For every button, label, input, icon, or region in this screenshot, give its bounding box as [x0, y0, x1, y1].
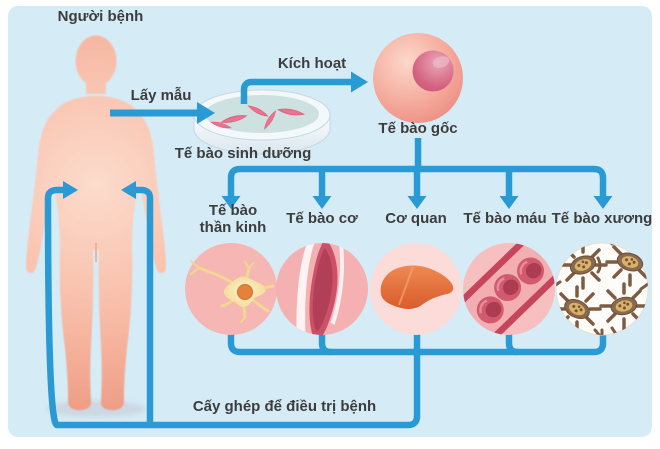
stem-cell-nucleus [412, 50, 454, 92]
sample-arrowhead [197, 102, 215, 124]
cell-type-label-muscle: Tế bào cơ [286, 210, 358, 227]
cell-type-label-nerve: Tế bào thần kinh [199, 202, 267, 236]
flow-arrow-lines [44, 78, 607, 429]
somatic-cells-label: Tế bào sinh dưỡng [174, 145, 312, 162]
transplant-return-right [136, 186, 154, 425]
osteocytes [564, 252, 644, 319]
somatic-cells [210, 105, 305, 130]
red-blood-cells [476, 257, 545, 324]
stem-cell-label: Tế bào gốc [378, 120, 458, 137]
activate-arrowhead [351, 71, 368, 93]
feet-shadow [46, 400, 146, 418]
sample-step-label: Lấy mẫu [130, 87, 192, 104]
transplant-return-left [44, 186, 421, 429]
patient-label: Người bệnh [57, 8, 144, 25]
transplant-label: Cấy ghép để điều trị bệnh [192, 398, 377, 415]
neuron-icon [185, 243, 277, 335]
bone-tissue-icon [555, 242, 649, 336]
neuron-nucleus [237, 284, 253, 300]
patient-figure [26, 35, 166, 418]
collector-stub-muscle [318, 330, 332, 356]
liver-icon [370, 243, 462, 335]
cell-type-label-blood: Tế bào máu [463, 210, 547, 227]
cell-type-label-organ: Cơ quan [385, 210, 447, 227]
into-body-right-arrowhead [121, 181, 136, 199]
stem-cell [373, 33, 463, 123]
blood-vessel-icon [463, 243, 555, 335]
cell-type-label-bone: Tế bào xương [551, 210, 653, 227]
branch-drops [318, 169, 513, 197]
petri-dish [193, 89, 331, 155]
activate-arrow-line [240, 78, 351, 104]
into-body-left-arrowhead [63, 181, 78, 199]
muscle-fiber-icon [276, 243, 368, 335]
activate-step-label: Kích hoạt [277, 55, 347, 72]
collector-stub-blood [505, 330, 519, 356]
arrowheads [63, 71, 613, 209]
